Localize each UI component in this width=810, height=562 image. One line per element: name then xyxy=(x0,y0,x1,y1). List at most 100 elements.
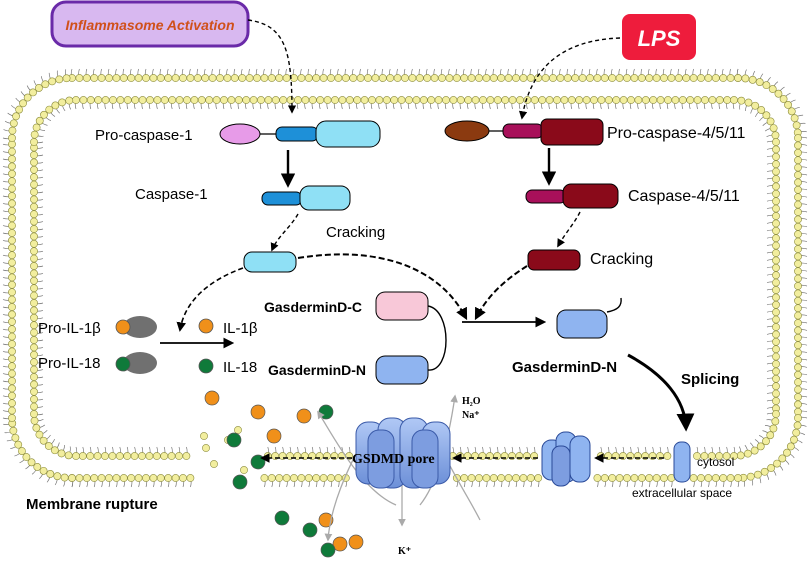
lipid-head xyxy=(794,267,802,276)
lipid-head xyxy=(32,424,41,432)
lipid-head xyxy=(8,169,16,178)
lipid-head xyxy=(464,96,473,104)
il-1b-molecule xyxy=(250,404,266,420)
lipid-head xyxy=(35,430,44,439)
lipid-head xyxy=(93,452,102,460)
lipid-head xyxy=(693,96,702,104)
lipid-head xyxy=(101,96,110,104)
lipid-head xyxy=(8,303,16,311)
lipid-head xyxy=(794,252,802,261)
il-1b-molecule xyxy=(332,536,348,552)
lipid-head xyxy=(567,96,576,104)
lipid-head xyxy=(53,472,62,481)
lipid-head xyxy=(62,74,71,83)
il-18-molecule xyxy=(198,358,214,374)
lipid-head xyxy=(108,452,117,460)
lipid-head xyxy=(216,74,224,82)
lipid-head xyxy=(30,276,38,285)
cytosol-label: cytosol xyxy=(697,455,734,469)
cracking-right-label: Cracking xyxy=(590,251,653,268)
lipid-head xyxy=(415,74,424,82)
lipid-head xyxy=(678,96,687,104)
lipid-head xyxy=(105,474,113,482)
lipid-head xyxy=(486,96,495,104)
caspase4-to-gasdermin-arrow xyxy=(474,265,528,321)
lipid-head xyxy=(134,474,143,482)
lipid-head xyxy=(615,474,624,482)
lipid-head xyxy=(604,96,613,104)
lipid-head xyxy=(771,417,780,426)
lipid-head xyxy=(627,96,635,104)
lipid-head xyxy=(171,74,180,82)
lipid-head xyxy=(267,74,276,82)
lipid-head xyxy=(175,452,183,460)
lipid-head xyxy=(526,74,535,82)
lipid-fragment xyxy=(202,444,210,452)
inflammasome-activation-box: Inflammasome Activation xyxy=(50,0,250,48)
lipid-head xyxy=(193,74,202,82)
il-18-molecule xyxy=(302,522,318,538)
lipid-head xyxy=(30,202,38,211)
lipid-head xyxy=(760,467,769,476)
lipid-head xyxy=(12,112,20,121)
lipid-head xyxy=(671,96,680,104)
lipid-head xyxy=(794,304,802,313)
lipid-head xyxy=(674,74,683,82)
lipid-head xyxy=(772,382,780,391)
lipid-head xyxy=(101,452,109,460)
lipid-head xyxy=(186,474,195,482)
lipid-head xyxy=(794,200,802,209)
lipid-head xyxy=(753,470,762,479)
lipid-head xyxy=(245,74,254,82)
lipid-head xyxy=(30,180,38,189)
lipid-head xyxy=(160,452,169,460)
gasdermin-d-full xyxy=(375,291,447,385)
lipid-head xyxy=(711,474,720,482)
lipid-head xyxy=(737,96,746,105)
lipid-head xyxy=(156,74,165,82)
caspase-4-5-11 xyxy=(525,183,619,209)
membrane-rupture-label: Membrane rupture xyxy=(26,496,158,513)
lipid-head xyxy=(334,474,343,482)
lipid-head xyxy=(794,185,802,194)
lipid-head xyxy=(734,474,742,482)
lipid-head xyxy=(794,370,802,379)
caspase1-to-gasdermin-arrow xyxy=(297,253,468,321)
lipid-head xyxy=(119,474,128,482)
lipid-head xyxy=(794,400,802,409)
lipid-head xyxy=(612,96,621,104)
lipid-head xyxy=(656,96,665,104)
lipid-head xyxy=(586,74,594,82)
lipid-head xyxy=(790,114,799,123)
il-18-label: IL-18 xyxy=(223,359,257,376)
lipid-head xyxy=(794,237,802,246)
lipid-head xyxy=(794,274,802,283)
lipid-head xyxy=(772,278,780,287)
lipid-head xyxy=(8,206,16,215)
lipid-head xyxy=(8,243,16,252)
lipid-head xyxy=(30,373,38,381)
lipid-head xyxy=(408,74,417,82)
lipid-head xyxy=(30,313,38,322)
cracking-left-arrow xyxy=(270,213,299,252)
lipid-head xyxy=(660,474,668,482)
lipid-head xyxy=(382,96,391,104)
lipid-head xyxy=(772,189,780,198)
lipid-head xyxy=(508,96,517,104)
lipid-head xyxy=(772,352,780,361)
lipid-head xyxy=(275,474,284,482)
lipid-head xyxy=(134,74,143,82)
lipid-head xyxy=(772,197,780,206)
lipid-head xyxy=(600,74,609,82)
il-1b-molecule xyxy=(266,428,282,444)
lipid-head xyxy=(460,474,469,482)
il-1b-molecule xyxy=(204,390,220,406)
lipid-head xyxy=(772,308,780,317)
lipid-fragment xyxy=(200,432,208,440)
lipid-head xyxy=(164,74,173,82)
lipid-head xyxy=(600,474,609,482)
lipid-head xyxy=(123,96,132,104)
lipid-head xyxy=(55,75,64,84)
lipid-head xyxy=(504,74,513,82)
lipid-head xyxy=(230,74,239,82)
